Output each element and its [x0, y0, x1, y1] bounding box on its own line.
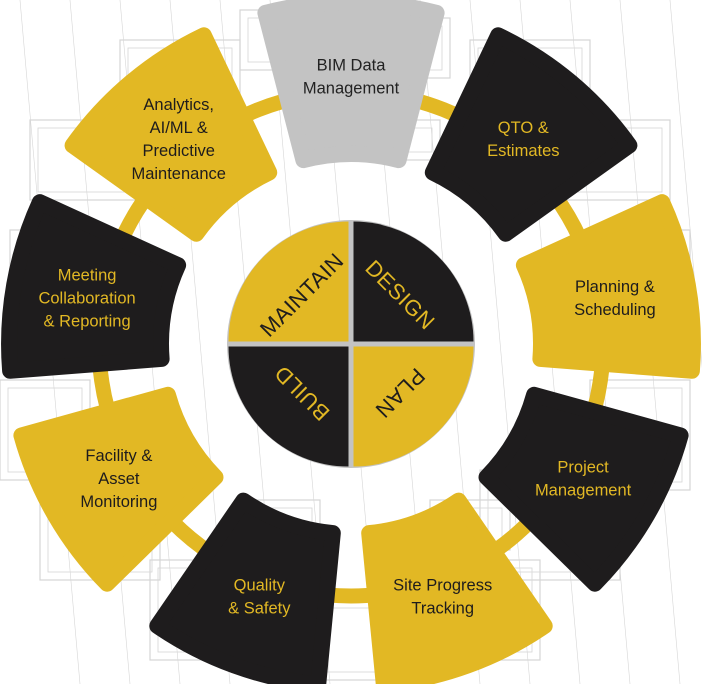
segment-label-line: Project [557, 459, 609, 477]
segment-label-line: BIM Data [317, 57, 387, 75]
segment-shape [257, 0, 445, 169]
segment-shape [478, 386, 689, 592]
quadrant-shape [228, 346, 349, 467]
segment-label-line: Collaboration [38, 290, 135, 308]
segment-label-line: & Reporting [44, 313, 131, 331]
segment-label-line: QTO & [498, 119, 549, 137]
quadrant-design: DESIGN [353, 221, 474, 342]
segment-label-line: Meeting [58, 267, 117, 285]
quadrant-maintain: MAINTAIN [228, 221, 349, 342]
segment-shape [424, 27, 638, 242]
segment-shape [361, 492, 553, 684]
segment-shape [64, 27, 278, 242]
segment-qto-estimates: QTO & Estimates [424, 27, 638, 242]
segment-label-line: Asset [98, 470, 140, 488]
segment-label-line: Estimates [487, 142, 559, 160]
segment-label-line: Predictive [142, 142, 214, 160]
segment-shape [13, 386, 224, 592]
segment-quality-safety: Quality & Safety [149, 492, 341, 684]
segment-label-line: Scheduling [574, 301, 656, 319]
segment-shape [1, 194, 187, 379]
segment-shape [515, 194, 701, 379]
segment-label-line: Management [303, 80, 400, 98]
segment-label-line: & Safety [228, 599, 291, 617]
segment-label-line: Analytics, [143, 96, 214, 114]
quadrant-build: BUILD [228, 346, 349, 467]
segment-label-line: Facility & [85, 447, 152, 465]
segment-label-line: Management [535, 482, 632, 500]
segment-label-line: Planning & [575, 278, 655, 296]
quadrant-shape [353, 346, 474, 467]
segment-planning-scheduling: Planning & Scheduling [515, 194, 701, 379]
segment-label-line: Site Progress [393, 576, 492, 594]
segment-shape [149, 492, 341, 684]
quadrant-shape [228, 221, 349, 342]
quadrant-shape [353, 221, 474, 342]
segment-label-line: AI/ML & [150, 119, 208, 137]
segment-label-line: Tracking [411, 599, 474, 617]
segment-label-line: Monitoring [80, 493, 157, 511]
segment-label-line: Quality [234, 576, 286, 594]
quadrant-plan: PLAN [353, 346, 474, 467]
segment-label-line: Maintenance [131, 165, 225, 183]
